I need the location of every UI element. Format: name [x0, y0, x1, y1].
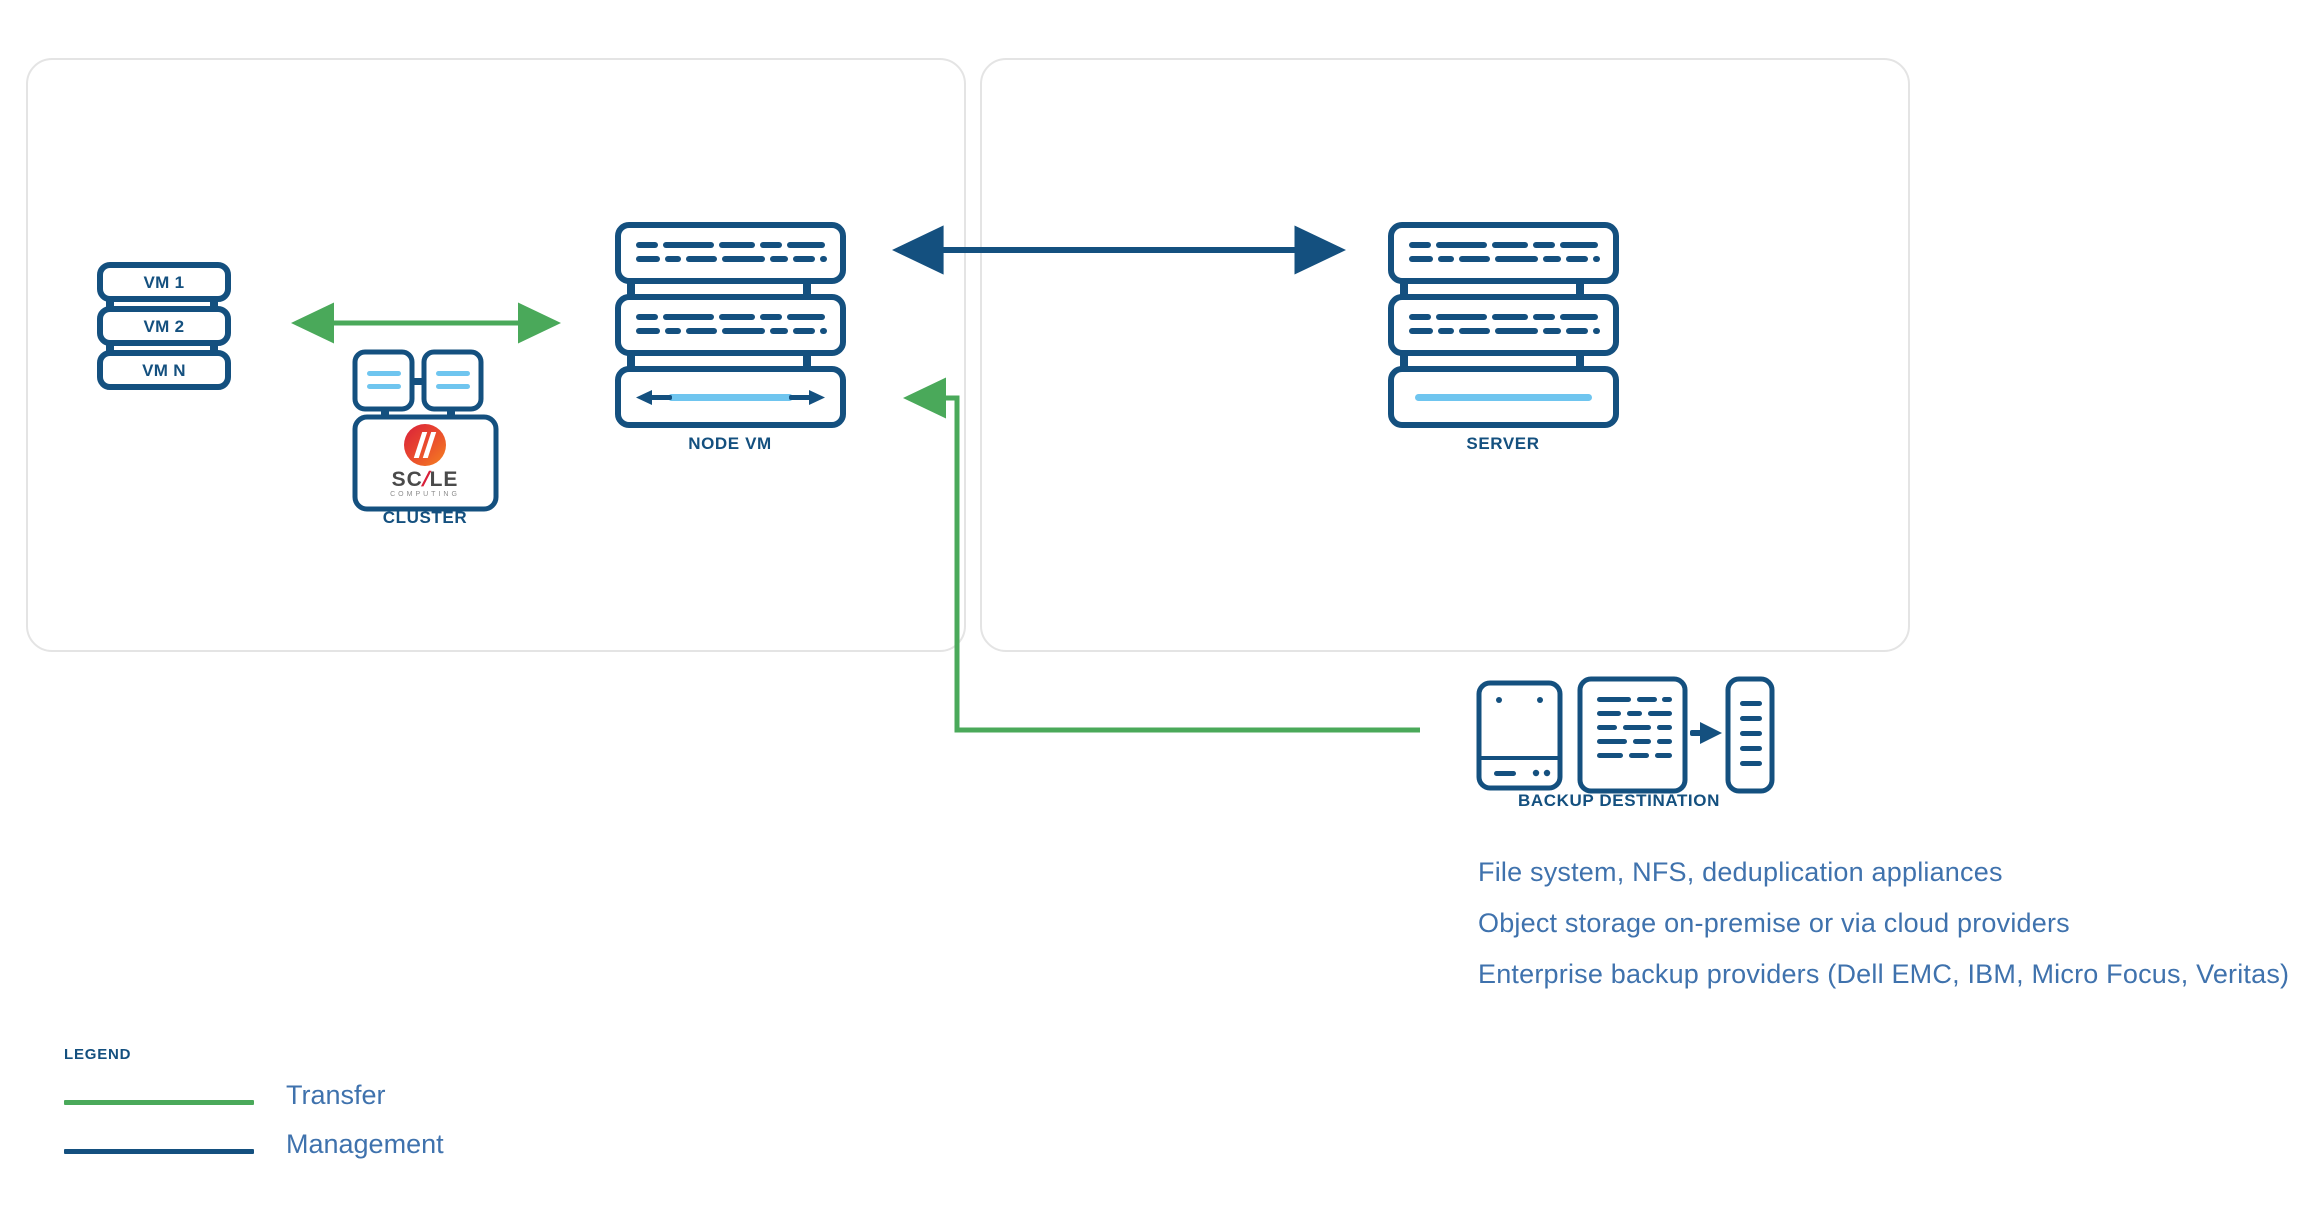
legend-swatch-management: [64, 1149, 254, 1154]
scale-logo-wordmark: SC/LE: [391, 468, 459, 491]
description-line-1: Object storage on-premise or via cloud p…: [1478, 908, 2070, 938]
vm-stack-label-2: VM N: [142, 361, 186, 380]
backup-destination-caption: BACKUP DESTINATION: [1518, 791, 1720, 810]
node-vm-inner-arrows: [636, 390, 825, 405]
backup-inner-arrow: [1690, 722, 1722, 744]
node-vm-icon: [615, 222, 846, 428]
description-line-2: Enterprise backup providers (Dell EMC, I…: [1478, 959, 2290, 989]
scale-logo-subtitle: COMPUTING: [390, 491, 460, 498]
legend-swatch-transfer: [64, 1100, 254, 1105]
node-vm-caption: NODE VM: [688, 434, 772, 453]
description-line-0: File system, NFS, deduplication applianc…: [1478, 857, 2003, 887]
vm-stack-label-1: VM 2: [144, 317, 185, 336]
scale-computing-logo: SC/LE COMPUTING: [377, 424, 473, 498]
transfer-route-backup-to-nodevm: [902, 377, 1420, 733]
server-caption: SERVER: [1466, 434, 1540, 453]
legend-label-management: Management: [286, 1129, 444, 1159]
vm-stack-icon: VM 1 VM 2 VM N: [97, 262, 231, 390]
vm-stack-label-0: VM 1: [144, 273, 185, 292]
scale-logo-mark: [404, 424, 446, 466]
legend-title: LEGEND: [64, 1046, 132, 1063]
data-sheet-icon: [1577, 676, 1688, 794]
disk-drive-icon: [1476, 680, 1563, 791]
backup-destination-icon: [1476, 676, 1775, 794]
storage-target-icon: [1725, 676, 1775, 794]
server-icon: [1388, 222, 1619, 428]
legend-label-transfer: Transfer: [286, 1080, 386, 1110]
cluster-caption: CLUSTER: [382, 508, 468, 527]
